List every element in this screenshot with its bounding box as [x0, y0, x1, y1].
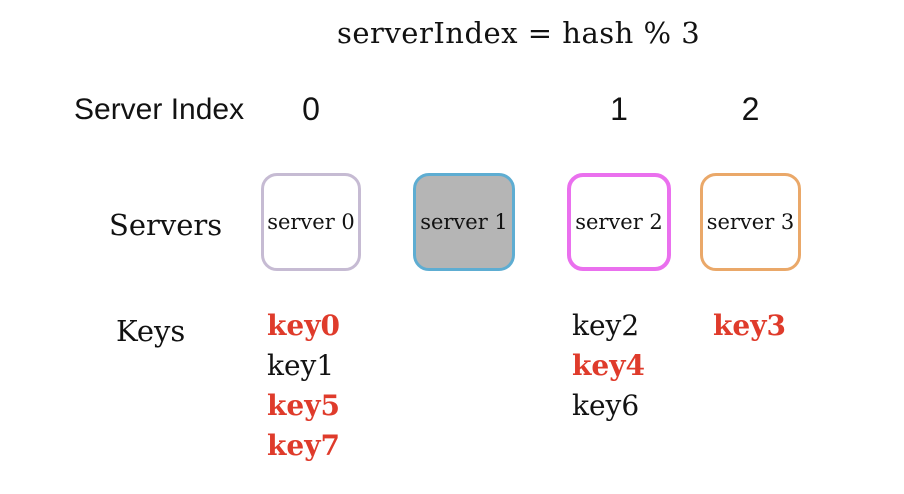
key-item: key2	[572, 309, 640, 342]
key-list-server-3: key3	[713, 306, 786, 346]
server-index-row-label: Server Index	[74, 93, 245, 126]
key-item: key4	[572, 349, 645, 382]
server-3-label: server 3	[706, 210, 795, 234]
key-item: key0	[267, 309, 340, 342]
key-item: key7	[267, 429, 340, 462]
server-2-label: server 2	[575, 210, 663, 234]
server-1-box-offline: server 1	[413, 173, 515, 271]
formula-title: serverIndex = hash % 3	[337, 16, 701, 50]
server-index-2: 2	[741, 91, 760, 127]
server-index-1: 1	[610, 91, 628, 127]
key-item: key1	[267, 349, 335, 382]
server-3-box: server 3	[700, 173, 801, 271]
server-0-box: server 0	[261, 173, 361, 271]
server-2-box: server 2	[567, 173, 671, 271]
server-index-0: 0	[302, 91, 320, 127]
server-0-label: server 0	[267, 210, 355, 234]
key-list-server-0: key0 key1 key5 key7	[267, 306, 340, 466]
key-item: key5	[267, 389, 340, 422]
key-item: key3	[713, 309, 786, 342]
keys-row-label: Keys	[116, 314, 186, 348]
key-item: key6	[572, 389, 640, 422]
servers-row-label: Servers	[109, 208, 223, 242]
server-1-label: server 1	[420, 210, 508, 234]
key-list-server-2: key2 key4 key6	[572, 306, 645, 426]
